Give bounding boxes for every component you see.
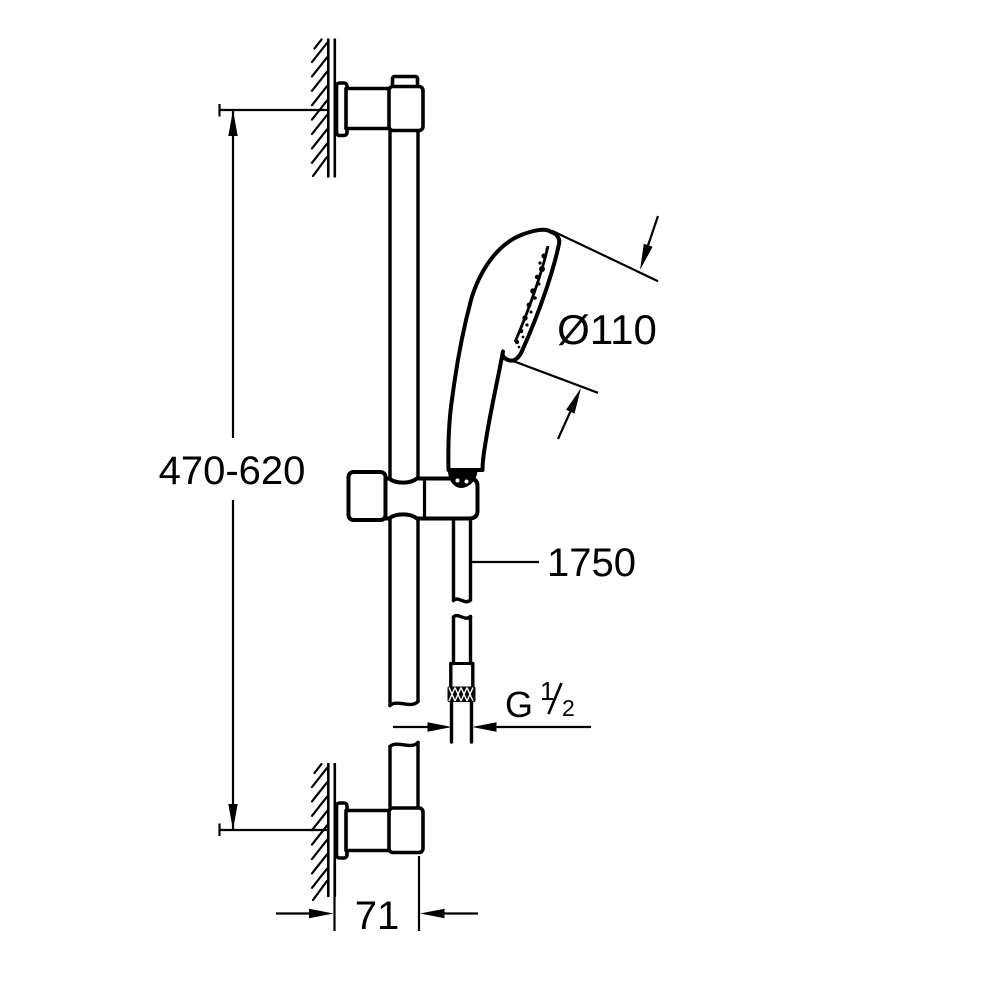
slide-rail bbox=[388, 124, 420, 816]
height-range-label: 470-620 bbox=[159, 449, 306, 493]
dim-wall-offset: 71 bbox=[276, 856, 478, 938]
dim-hose-length: 1750 bbox=[471, 541, 636, 585]
hose-nut-knurled bbox=[447, 686, 476, 702]
hose-length-label: 1750 bbox=[547, 541, 636, 585]
dim-thread-size: G 1 2 bbox=[393, 676, 591, 732]
dim-height-range: 470-620 bbox=[159, 104, 327, 836]
shower-hose bbox=[447, 517, 476, 744]
bracket-arm-bottom bbox=[344, 808, 393, 853]
holder-body bbox=[383, 476, 480, 521]
thread-numerator-label: 1 bbox=[540, 676, 554, 706]
thread-fraction-slash bbox=[547, 682, 563, 715]
handle-inlet-shadow bbox=[448, 471, 478, 488]
holder-knob bbox=[346, 470, 388, 522]
hose-thread-end bbox=[449, 700, 474, 744]
wall-top bbox=[310, 38, 337, 178]
thread-letter-label: G bbox=[505, 684, 533, 725]
thread-denominator-label: 2 bbox=[562, 695, 575, 721]
hand-shower bbox=[446, 227, 562, 472]
wall-offset-label: 71 bbox=[355, 894, 400, 938]
bracket-head-top bbox=[387, 84, 425, 133]
bracket-head-bottom bbox=[387, 806, 425, 855]
rail-holder bbox=[346, 470, 480, 522]
spray-face-dots bbox=[514, 247, 549, 349]
dim-head-diameter: Ø110 bbox=[503, 215, 660, 440]
bracket-arm-top bbox=[344, 86, 393, 131]
wall-bracket-bottom bbox=[334, 801, 425, 860]
wall-bottom bbox=[310, 762, 337, 902]
wall-bracket-top bbox=[334, 74, 425, 138]
head-diameter-label: Ø110 bbox=[557, 306, 657, 353]
